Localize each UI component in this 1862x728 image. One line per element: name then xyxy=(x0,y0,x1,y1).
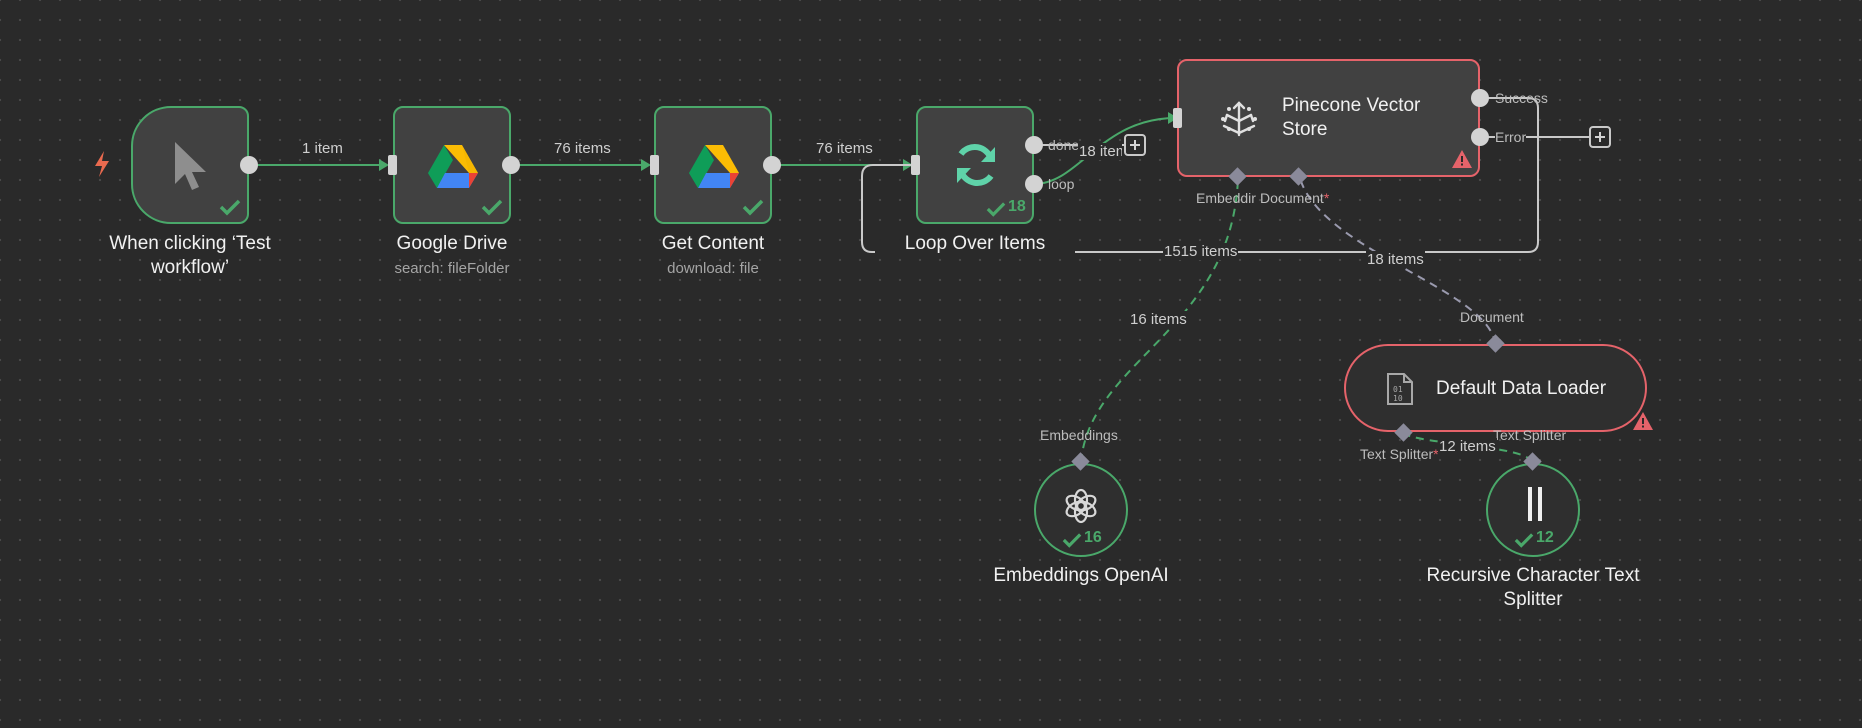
lightning-icon xyxy=(92,150,112,183)
svg-text:10: 10 xyxy=(1393,394,1403,403)
pinecone-success-port[interactable] xyxy=(1471,89,1489,107)
success-check-icon xyxy=(1062,533,1082,548)
google-drive-subtitle: search: fileFolder xyxy=(394,260,510,277)
embeddings-openai-node[interactable]: 16 xyxy=(1034,463,1128,557)
edge-label-loop-back: 1515 items xyxy=(1163,243,1239,260)
trigger-title: When clicking ‘Test workflow’ xyxy=(109,233,271,278)
trigger-node[interactable] xyxy=(131,106,249,224)
loop-run-count: 18 xyxy=(1008,198,1026,215)
google-drive-node[interactable] xyxy=(393,106,511,224)
google-drive-title: Google Drive xyxy=(396,233,508,254)
plus-icon xyxy=(1130,140,1140,150)
drive-input-port[interactable] xyxy=(388,155,397,175)
trigger-output-port[interactable] xyxy=(240,156,258,174)
loop-input-port[interactable] xyxy=(911,155,920,175)
warning-icon[interactable] xyxy=(1451,149,1473,169)
pinecone-icon xyxy=(1221,101,1257,137)
splitter-output-label: Text Splitter xyxy=(1493,427,1567,443)
edge-label-content-to-loop: 76 items xyxy=(815,140,874,157)
splitter-icon xyxy=(1528,487,1542,521)
loop-over-items-title: Loop Over Items xyxy=(875,232,1075,256)
edge-label-trigger-to-drive: 1 item xyxy=(301,140,344,157)
get-content-title: Get Content xyxy=(661,233,765,254)
embeddings-run-count: 16 xyxy=(1084,529,1102,546)
svg-text:01: 01 xyxy=(1393,385,1403,394)
splitter-run-count: 12 xyxy=(1536,529,1554,546)
refresh-icon xyxy=(957,144,995,186)
recursive-text-splitter-node[interactable]: 12 xyxy=(1486,463,1580,557)
openai-icon xyxy=(1065,488,1097,524)
drive-output-port[interactable] xyxy=(502,156,520,174)
loop-done-label: done xyxy=(1048,137,1080,153)
edge-label-drive-to-content: 76 items xyxy=(553,140,612,157)
default-data-loader-title: Default Data Loader xyxy=(1436,378,1607,399)
loader-document-label: Document xyxy=(1460,309,1524,325)
plus-icon xyxy=(1595,132,1605,142)
edge-label-done: 18 item xyxy=(1078,143,1122,160)
edge-loader-to-pinecone[interactable] xyxy=(1299,177,1496,345)
pinecone-input-port[interactable] xyxy=(1173,108,1182,128)
edge-label-loader-to-pinecone: 18 items xyxy=(1366,251,1425,268)
get-content-node[interactable] xyxy=(654,106,772,224)
loop-over-items-node[interactable]: 18 xyxy=(916,106,1034,224)
edge-label-embeddings-to-pinecone: 16 items xyxy=(1129,311,1188,328)
get-content-subtitle: download: file xyxy=(667,260,759,277)
file-binary-icon: 01 10 xyxy=(1387,373,1413,405)
content-input-port[interactable] xyxy=(650,155,659,175)
google-drive-icon xyxy=(689,145,739,188)
embeddings-output-label: Embeddings xyxy=(1040,427,1118,443)
warning-icon[interactable] xyxy=(1632,411,1654,431)
google-drive-icon xyxy=(428,145,478,188)
edge-label-splitter-to-loader: 12 items xyxy=(1438,438,1497,455)
loop-loop-port[interactable] xyxy=(1025,175,1043,193)
content-output-port[interactable] xyxy=(763,156,781,174)
pinecone-success-label: Success xyxy=(1495,90,1548,106)
pinecone-document-label: Document* xyxy=(1260,190,1330,206)
pinecone-error-port[interactable] xyxy=(1471,128,1489,146)
default-data-loader-node[interactable]: 01 10 Default Data Loader xyxy=(1344,344,1647,432)
success-check-icon xyxy=(1514,533,1534,548)
add-node-after-done-button[interactable] xyxy=(1124,134,1146,156)
pinecone-error-label: Error xyxy=(1495,129,1527,145)
success-check-icon xyxy=(481,199,503,216)
loop-loop-label: loop xyxy=(1048,176,1075,192)
loop-done-port[interactable] xyxy=(1025,136,1043,154)
success-check-icon xyxy=(219,199,241,216)
arrow-drive-input xyxy=(379,159,389,171)
recursive-text-splitter-title: Recursive Character Text Splitter xyxy=(1426,565,1640,610)
arrow-content-input xyxy=(641,159,651,171)
embeddings-openai-title: Embeddings OpenAI xyxy=(993,565,1169,586)
pinecone-vector-store-node[interactable]: Pinecone Vector Store xyxy=(1177,59,1480,177)
success-check-icon xyxy=(742,199,764,216)
cursor-icon xyxy=(175,142,206,190)
loader-text-splitter-label: Text Splitter* xyxy=(1360,446,1439,462)
pinecone-title: Pinecone Vector Store xyxy=(1282,95,1421,140)
add-node-after-error-button[interactable] xyxy=(1589,126,1611,148)
success-check-icon xyxy=(986,202,1006,217)
pinecone-embedding-label: Embeddir xyxy=(1196,190,1256,206)
